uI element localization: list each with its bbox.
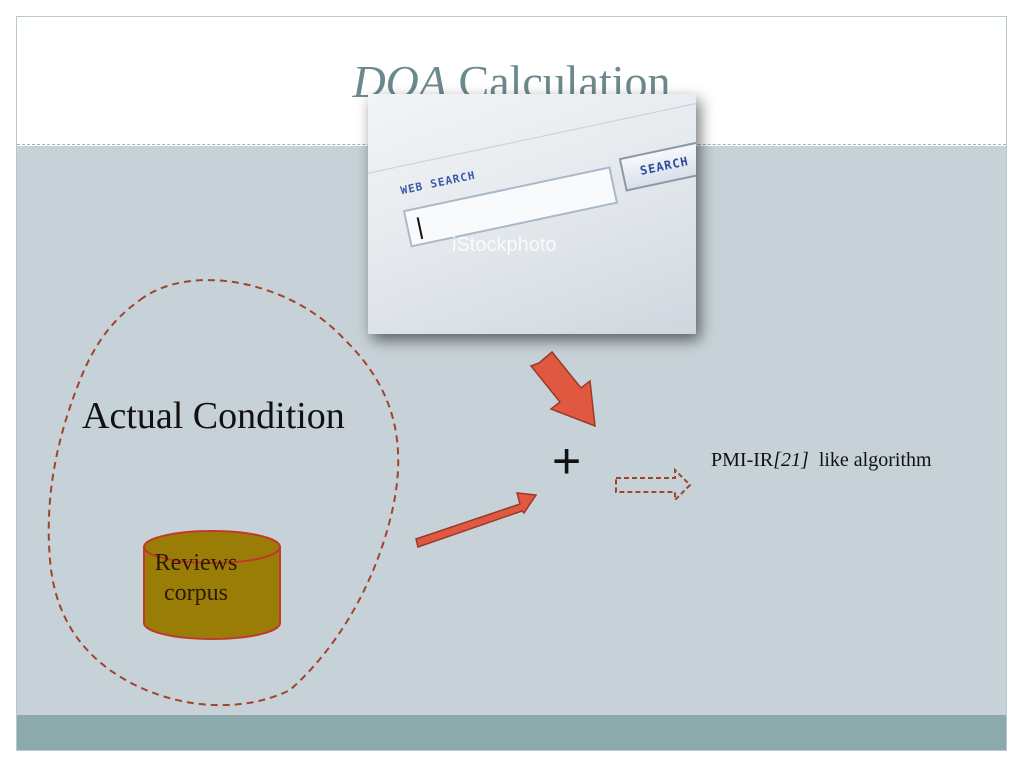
text-cursor — [416, 217, 424, 240]
web-search-photo: WEB SEARCH SEARCH iStockphoto — [368, 94, 696, 334]
web-search-label: WEB SEARCH — [399, 168, 477, 198]
arrow-from-search — [529, 350, 596, 428]
result-prefix: PMI-IR — [711, 449, 774, 471]
database-label-line1: Reviews — [154, 550, 238, 576]
result-suffix: like algorithm — [818, 449, 932, 471]
arrow-from-condition — [415, 492, 538, 548]
actual-condition-boundary — [47, 279, 400, 707]
database-cylinder-icon — [143, 530, 281, 640]
result-reference: [21] — [773, 449, 809, 471]
database-label-line2: corpus — [164, 580, 228, 606]
footer-bar — [17, 715, 1006, 750]
database-label: Reviews corpus — [128, 548, 264, 608]
dashed-result-arrow — [615, 467, 692, 503]
photo-inner: WEB SEARCH SEARCH — [368, 94, 696, 330]
photo-watermark: iStockphoto — [452, 234, 557, 256]
result-label: PMI-IR[21] like algorithm — [711, 449, 932, 472]
search-button: SEARCH — [618, 140, 696, 192]
actual-condition-label: Actual Condition — [82, 395, 345, 437]
plus-symbol: + — [552, 433, 582, 489]
